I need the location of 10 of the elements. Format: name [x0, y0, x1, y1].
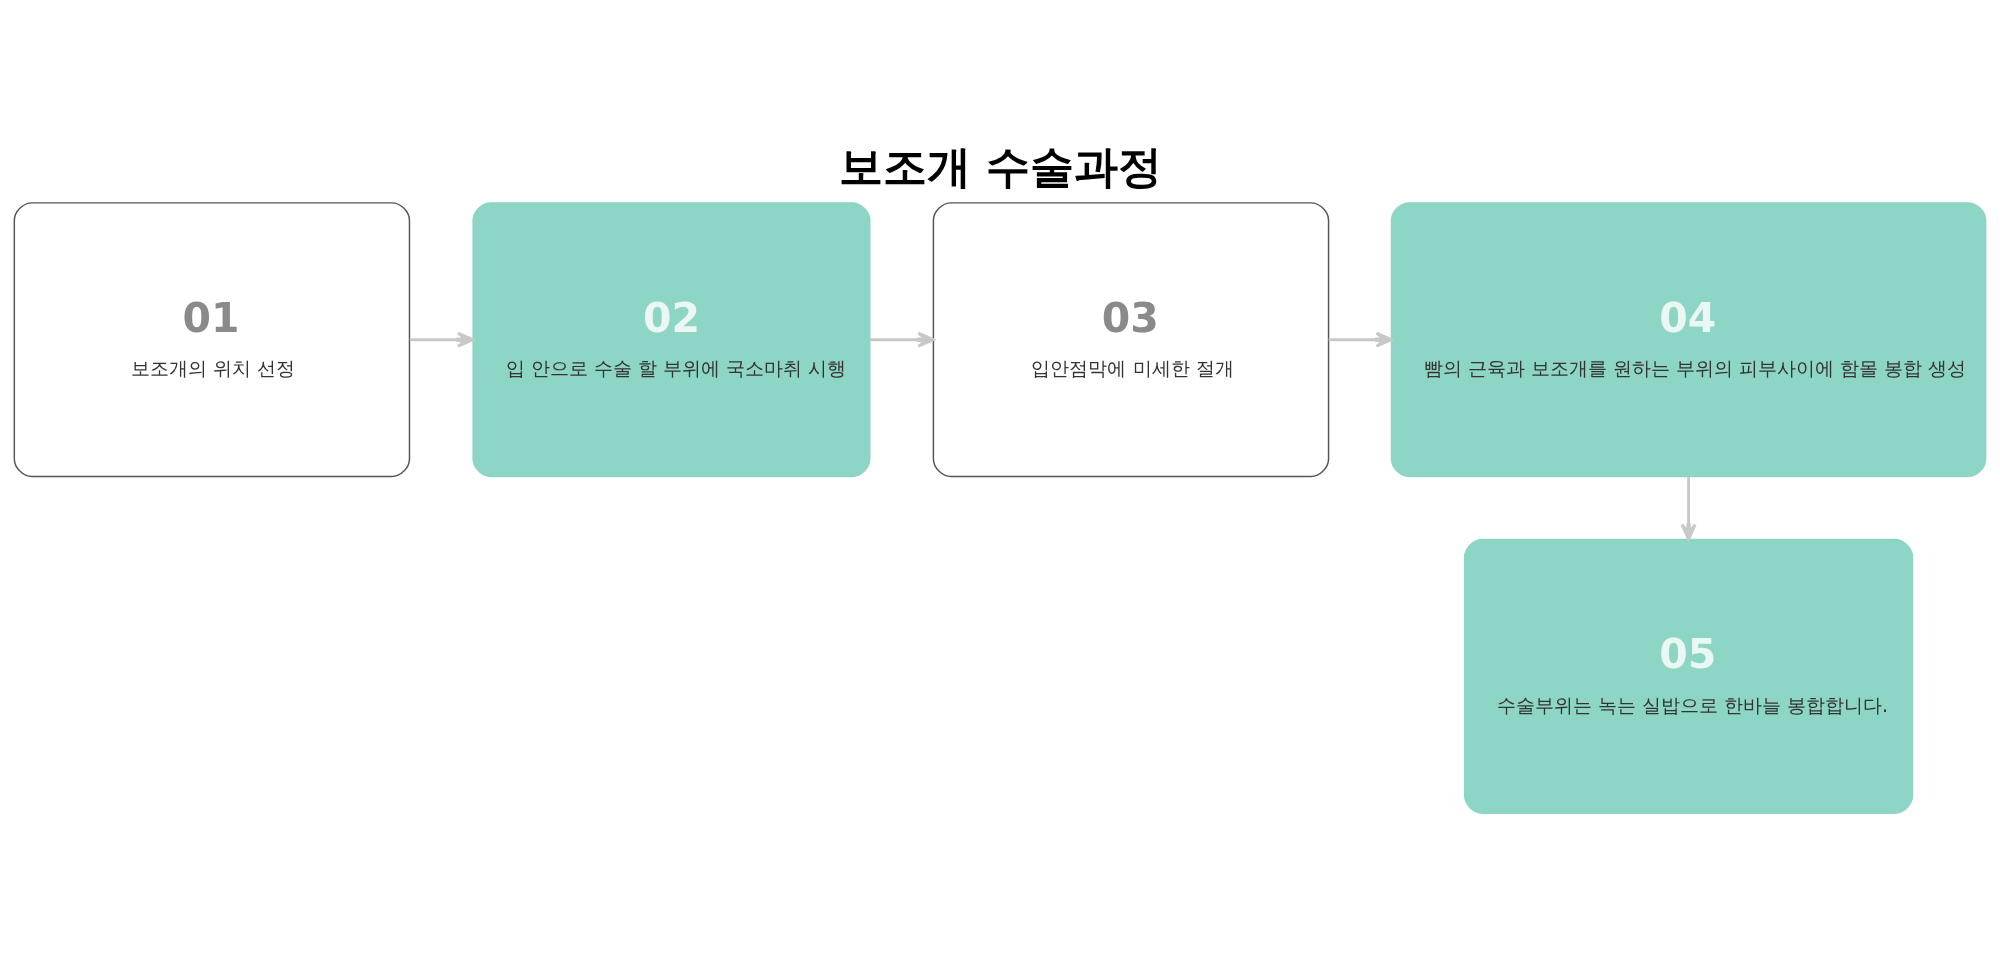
node-box: 05 수술부위는 녹는 실밥으로 한바늘 봉합합니다. [1463, 538, 1914, 814]
arrow [869, 331, 935, 348]
diagram-title: 보조개 수술과정 [839, 140, 1163, 192]
node-box: 04 빰의 근육과 보조개를 원하는 부위의 피부사이에 함몰 봉합 생성 [1390, 201, 1987, 477]
arrow [1680, 476, 1697, 541]
arrow [1328, 331, 1393, 348]
node-box: 03 입안점막에 미세한 절개 [932, 201, 1330, 477]
arrow [409, 331, 475, 348]
node-box: 01 보조개의 위치 선정 [13, 201, 411, 477]
node-box: 02 입 안으로 수술 할 부위에 국소마취 시행 [472, 201, 871, 477]
